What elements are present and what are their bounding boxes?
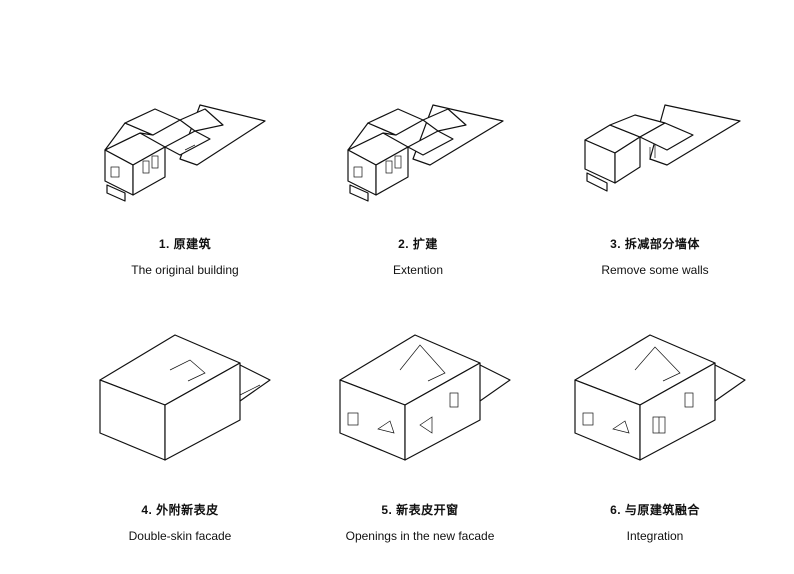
remove-walls-drawing [555, 95, 755, 235]
caption-en: Extention [392, 263, 444, 277]
openings-drawing [320, 325, 520, 465]
caption-cn: 4. 外附新表皮 [141, 503, 219, 517]
original-building-drawing [85, 95, 285, 235]
caption-cn: 2. 扩建 [398, 237, 438, 251]
integration-drawing [555, 325, 755, 465]
caption-en: Integration [626, 529, 684, 543]
caption-en: The original building [131, 263, 239, 277]
caption-cn: 3. 拆减部分墙体 [610, 237, 700, 251]
double-skin-facade-drawing [80, 325, 280, 465]
caption-en: Double-skin facade [128, 529, 232, 543]
extension-drawing [318, 95, 518, 235]
caption-en: Remove some walls [601, 263, 709, 277]
caption-cn: 5. 新表皮开窗 [381, 503, 459, 517]
caption-cn: 1. 原建筑 [158, 237, 212, 251]
caption-en: Openings in the new facade [345, 529, 495, 543]
caption-cn: 6. 与原建筑融合 [610, 503, 700, 517]
